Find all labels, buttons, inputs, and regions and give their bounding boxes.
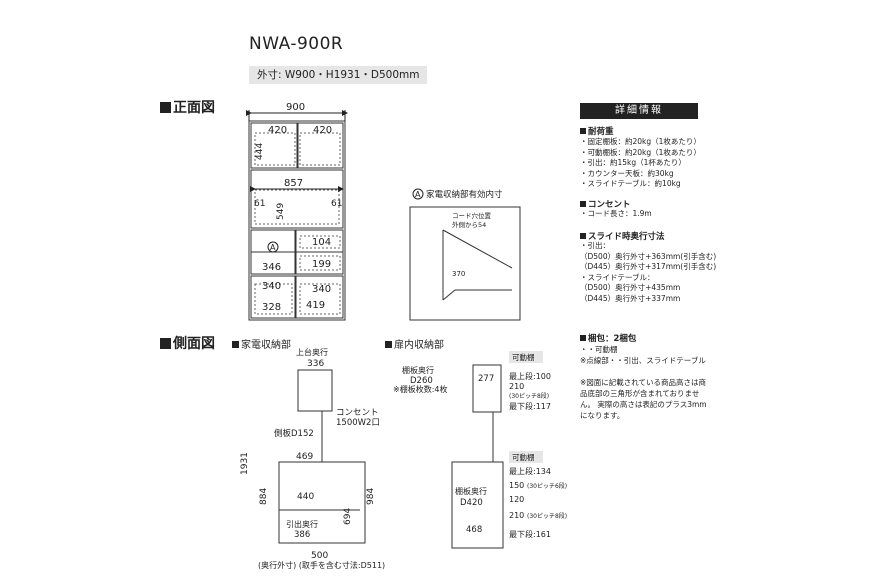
shelf-depth-label-2: 棚板奥行 (455, 486, 487, 496)
outlet-title: コンセント (580, 198, 631, 210)
dim-d420: D420 (460, 498, 483, 508)
circle-a-detail: A (415, 190, 421, 199)
dim-61-right: 61 (331, 199, 342, 209)
dim-440: 440 (297, 492, 314, 502)
dim-1931: 1931 (240, 452, 250, 475)
pitch-150: 150 (509, 481, 524, 490)
dim-199: 199 (312, 259, 331, 270)
outer-depth-label: (奥行外寸) (取手を含む寸法:D511) (258, 560, 385, 570)
dim-857: 857 (284, 178, 303, 189)
pitch-30x8-a: (30ピッチ8段) (509, 392, 549, 400)
circle-a-front: A (270, 243, 276, 252)
pitch-210-b: 210 (509, 511, 524, 520)
bottom-shelf-161: 最下段:161 (509, 529, 551, 539)
dim-d260: D260 (410, 376, 433, 386)
dim-420-left: 420 (268, 125, 287, 136)
slide-title: スライド時奥行寸法 (580, 230, 665, 242)
details-header: 詳細情報 (580, 103, 698, 119)
cord-hole-2: 外側から54 (452, 220, 486, 229)
dim-61-left: 61 (254, 199, 265, 209)
drawer-depth-label: 引出奥行 (286, 519, 318, 529)
door-storage-heading: 扉内収納部 (385, 336, 444, 351)
detail-a-drawing (409, 206, 521, 321)
legend: ・・可動棚 ※点線部・・引出、スライドテーブル (580, 345, 706, 365)
dim-419: 419 (306, 300, 325, 311)
pitch-210-a: 210 (509, 382, 524, 391)
dim-120: 120 (509, 495, 524, 504)
top-shelf-100: 最上段:100 (509, 371, 551, 381)
dim-549: 549 (276, 203, 286, 220)
bottom-shelf-117: 最下段:117 (509, 401, 551, 411)
dim-346: 346 (262, 262, 281, 273)
dim-340-left: 340 (262, 281, 281, 292)
side-b-drawing (451, 364, 504, 549)
package-title: 梱包：2梱包 (580, 332, 636, 344)
outlet-label-2: 1500W2口 (336, 418, 380, 428)
dim-420-right: 420 (313, 125, 332, 136)
dim-694: 694 (343, 508, 353, 525)
outer-dimensions: 外寸: W900・H1931・D500mm (249, 66, 427, 84)
dim-336: 336 (307, 359, 324, 369)
shelf-count: ※棚板枚数:4枚 (393, 384, 448, 394)
dim-900: 900 (286, 102, 305, 113)
load-title: 耐荷重 (580, 125, 614, 137)
top-shelf-134: 最上段:134 (509, 466, 551, 476)
pitch-30x8-b: (30ピッチ8段) (527, 512, 567, 520)
side-board-label: 側板D152 (274, 428, 314, 439)
dim-328: 328 (262, 302, 281, 313)
dim-469: 469 (296, 452, 313, 462)
outlet-items: ・コード長さ：1.9m (580, 209, 652, 218)
slide-items: ・引出： （D500）奥行外寸+363mm(引手含む) （D445）奥行外寸+3… (580, 241, 717, 303)
pitch-30x6: (30ピッチ6段) (527, 482, 567, 490)
dim-277: 277 (478, 374, 494, 384)
side-view-heading: 側面図 (160, 333, 215, 353)
dim-468: 468 (466, 525, 482, 535)
cord-hole-1: コード穴位置 (452, 211, 492, 220)
dim-340-right: 340 (312, 284, 331, 295)
dim-444: 444 (255, 143, 265, 160)
appliance-storage-heading: 家電収納部 (232, 336, 291, 351)
shelf-depth-label: 棚板奥行 (402, 365, 434, 375)
dim-884: 884 (259, 488, 269, 505)
dim-500: 500 (311, 551, 328, 561)
dim-370: 370 (452, 270, 465, 278)
movable-shelf-1: 可動棚 (512, 352, 535, 362)
top-depth-label: 上台奥行 (296, 347, 328, 357)
model-title: NWA-900R (249, 34, 344, 54)
front-view-drawing (248, 120, 346, 321)
side-a-drawing (278, 369, 366, 544)
load-items: ・固定棚板：約20kg（1枚あたり） ・可動棚板：約20kg（1枚あたり） ・引… (580, 137, 701, 188)
dim-386: 386 (294, 530, 310, 540)
dim-984: 984 (366, 488, 376, 505)
movable-shelf-2: 可動棚 (512, 452, 535, 462)
front-view-heading: 正面図 (160, 97, 215, 117)
outlet-label-1: コンセント (336, 408, 379, 418)
height-note: ※図面に記載されている商品高さは商品底部の三角形が含まれておりません。 実際の高… (580, 378, 707, 420)
detail-a-title: 家電収納部有効内寸 (426, 189, 503, 200)
dim-104: 104 (312, 237, 331, 248)
